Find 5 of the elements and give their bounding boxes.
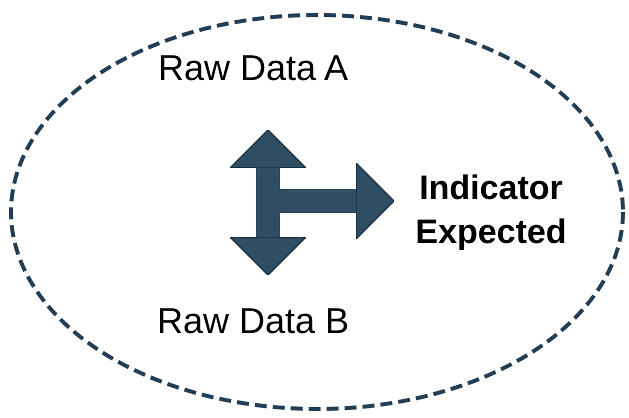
arrow xyxy=(280,162,395,240)
data-label: Raw Data A xyxy=(158,46,348,90)
arrow xyxy=(229,129,307,276)
data-label: Raw Data B xyxy=(156,299,350,344)
result-label: Indicator Expected xyxy=(414,168,568,253)
